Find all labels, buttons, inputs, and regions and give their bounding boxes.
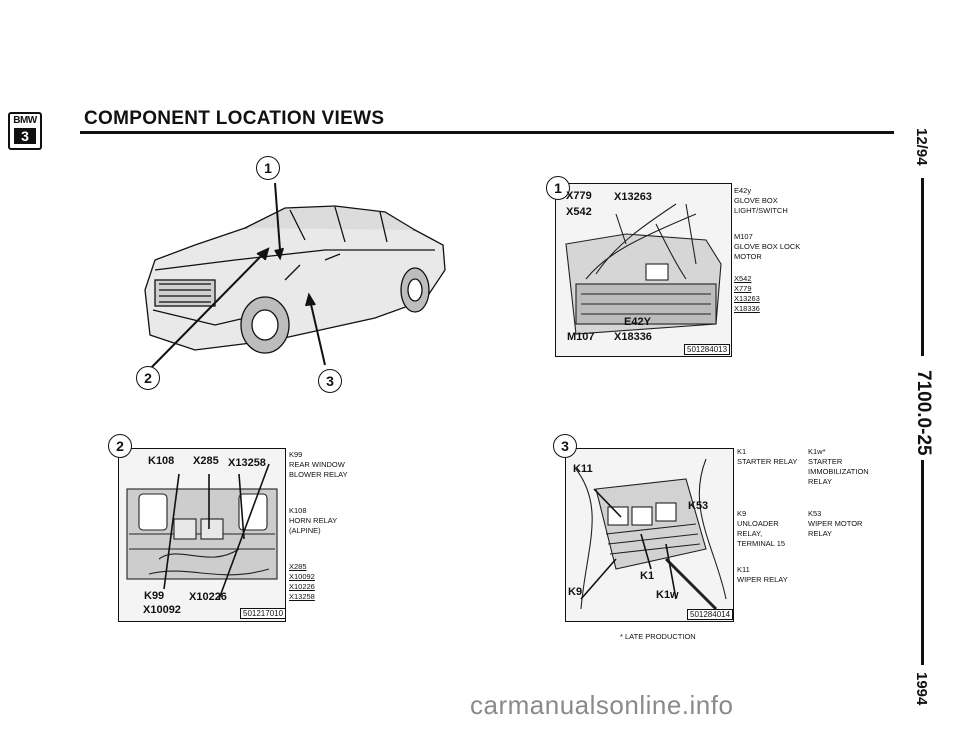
relay-carrier-illustration bbox=[126, 463, 278, 600]
legend-text: WIPER MOTOR bbox=[808, 519, 863, 528]
legend-text: UNLOADER bbox=[737, 519, 779, 528]
label-k9: K9 bbox=[568, 586, 583, 598]
car-illustration bbox=[144, 182, 446, 373]
connector-code: X10092 bbox=[289, 572, 315, 581]
label-k53: K53 bbox=[688, 500, 709, 512]
panel-2-legend: K99 REAR WINDOW BLOWER RELAY K108 HORN R… bbox=[289, 450, 348, 602]
legend-text: MOTOR bbox=[734, 252, 762, 261]
label-x10092: X10092 bbox=[143, 604, 181, 616]
page-title: COMPONENT LOCATION VIEWS bbox=[84, 108, 385, 129]
label-e42y: E42Y bbox=[624, 316, 651, 328]
label-x13258: X13258 bbox=[228, 457, 266, 469]
legend-code: K108 bbox=[289, 506, 307, 515]
label-k11: K11 bbox=[573, 463, 593, 475]
panel-3-ref: 501284014 bbox=[687, 609, 734, 620]
logo-text-bottom: 3 bbox=[14, 128, 36, 144]
callout-3: 3 bbox=[318, 369, 342, 393]
legend-text: HORN RELAY bbox=[289, 516, 338, 525]
legend-text: BLOWER RELAY bbox=[289, 470, 348, 479]
label-x779: X779 bbox=[566, 190, 592, 202]
side-year: 1994 bbox=[913, 672, 930, 706]
connector-code: X13258 bbox=[289, 592, 315, 601]
connector-code: X13263 bbox=[734, 294, 760, 303]
bmw-3-series-logo: BMW 3 bbox=[8, 112, 42, 150]
legend-code: K53 bbox=[808, 509, 822, 518]
connector-code: X285 bbox=[289, 562, 307, 571]
callout-1: 1 bbox=[256, 156, 280, 180]
callout-2: 2 bbox=[136, 366, 160, 390]
legend-code: M107 bbox=[734, 232, 753, 241]
glove-box-view bbox=[555, 183, 732, 357]
legend-text: LIGHT/SWITCH bbox=[734, 206, 788, 215]
connector-code: X779 bbox=[734, 284, 752, 293]
label-k1w: K1w bbox=[656, 589, 679, 601]
logo-text-top: BMW bbox=[13, 115, 37, 126]
panel-3-number: 3 bbox=[553, 434, 577, 458]
label-k99: K99 bbox=[144, 590, 165, 602]
late-production-footnote: * LATE PRODUCTION bbox=[620, 632, 696, 641]
label-x18336: X18336 bbox=[614, 331, 652, 343]
label-k108: K108 bbox=[148, 455, 175, 467]
legend-text: RELAY bbox=[808, 477, 833, 486]
panel-3-legend-right: K1w* STARTER IMMOBILIZATION RELAY K53 WI… bbox=[808, 447, 869, 539]
label-k1: K1 bbox=[640, 570, 655, 582]
label-x542: X542 bbox=[566, 206, 592, 218]
watermark: carmanualsonline.info bbox=[470, 690, 734, 720]
panel-1-number: 1 bbox=[546, 176, 570, 200]
legend-code: K1 bbox=[737, 447, 747, 456]
legend-text: WIPER RELAY bbox=[737, 575, 788, 584]
side-line-1 bbox=[921, 178, 924, 356]
relay-carrier-view bbox=[118, 448, 286, 622]
legend-text: STARTER RELAY bbox=[737, 457, 798, 466]
legend-code: K11 bbox=[737, 565, 750, 574]
label-m107: M107 bbox=[567, 331, 595, 343]
legend-text: REAR WINDOW bbox=[289, 460, 345, 469]
legend-text: STARTER bbox=[808, 457, 843, 466]
connector-code: X542 bbox=[734, 274, 752, 283]
relay-box-view bbox=[565, 448, 734, 622]
connector-code: X18336 bbox=[734, 304, 760, 313]
side-page-code: 7100.0-25 bbox=[913, 370, 934, 456]
title-rule bbox=[80, 131, 894, 134]
panel-3-legend-left: K1 STARTER RELAY K9 UNLOADER RELAY, TERM… bbox=[737, 447, 797, 585]
panel-2-ref: 501217010 bbox=[240, 608, 287, 619]
car-overview bbox=[125, 150, 465, 400]
panel-1-legend: E42y GLOVE BOX LIGHT/SWITCH M107 GLOVE B… bbox=[734, 186, 800, 314]
legend-text: IMMOBILIZATION bbox=[808, 467, 869, 476]
label-x13263: X13263 bbox=[614, 191, 652, 203]
legend-text: GLOVE BOX LOCK bbox=[734, 242, 801, 251]
label-x285: X285 bbox=[193, 455, 219, 467]
relay-box-illustration bbox=[575, 458, 727, 611]
legend-code: K99 bbox=[289, 450, 303, 459]
panel-2-number: 2 bbox=[108, 434, 132, 458]
side-line-2 bbox=[921, 460, 924, 665]
panel-1-ref: 501284013 bbox=[684, 344, 731, 355]
glove-box-illustration bbox=[565, 203, 722, 335]
connector-code: X10226 bbox=[289, 582, 315, 591]
legend-code: K9 bbox=[737, 509, 747, 518]
legend-text: RELAY bbox=[808, 529, 833, 538]
side-date: 12/94 bbox=[913, 128, 930, 166]
legend-code: K1w* bbox=[808, 447, 826, 456]
legend-text: TERMINAL 15 bbox=[737, 539, 786, 548]
legend-text: (ALPINE) bbox=[289, 526, 321, 535]
label-x10226: X10226 bbox=[189, 591, 227, 603]
legend-text: GLOVE BOX bbox=[734, 196, 778, 205]
legend-text: RELAY, bbox=[737, 529, 763, 538]
legend-code: E42y bbox=[734, 186, 752, 195]
